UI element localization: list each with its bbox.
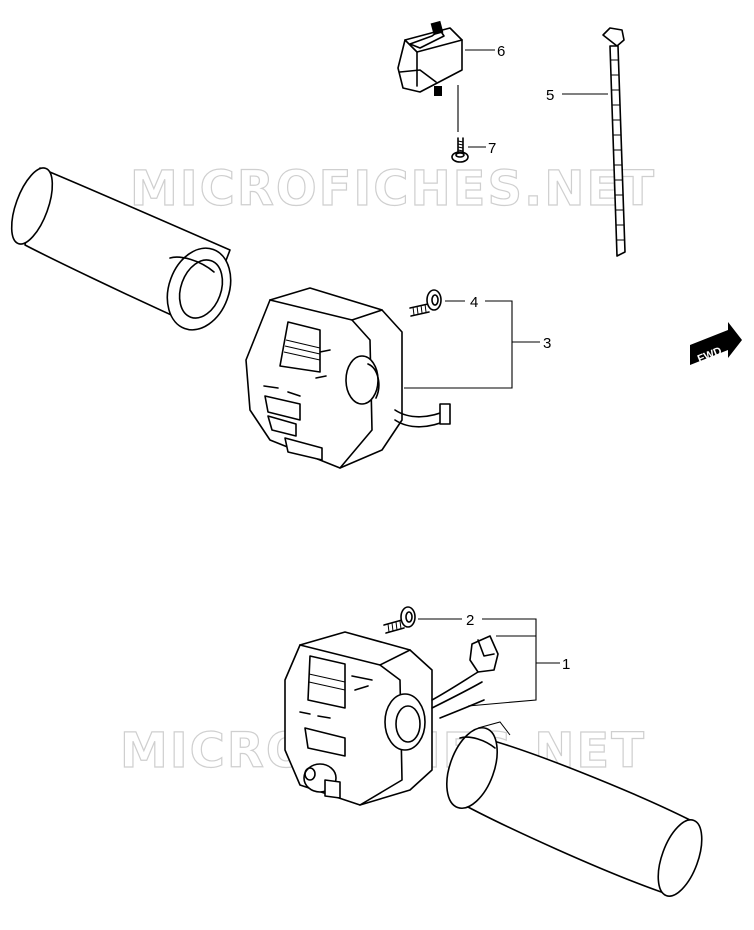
screw-part-2 [383, 606, 416, 634]
right-switch-part-1 [284, 631, 499, 806]
callout-1: 1 [562, 656, 570, 673]
relay-part-6 [397, 20, 463, 96]
fwd-direction-badge: FWD [690, 322, 742, 366]
callout-3: 3 [543, 335, 551, 352]
screw-part-4 [409, 289, 442, 317]
callout-2: 2 [466, 612, 474, 629]
watermark-top: MICROFICHES.NET [130, 161, 656, 217]
callout-4: 4 [470, 294, 478, 311]
leader-lines [404, 49, 608, 707]
left-grip [10, 167, 232, 331]
left-switch-part-3 [245, 287, 451, 469]
callout-5: 5 [546, 87, 554, 104]
callout-7: 7 [488, 140, 496, 157]
screw-part-7 [451, 137, 469, 163]
callout-6: 6 [497, 43, 505, 60]
cable-tie-part-5 [602, 27, 626, 257]
right-grip [446, 721, 703, 897]
